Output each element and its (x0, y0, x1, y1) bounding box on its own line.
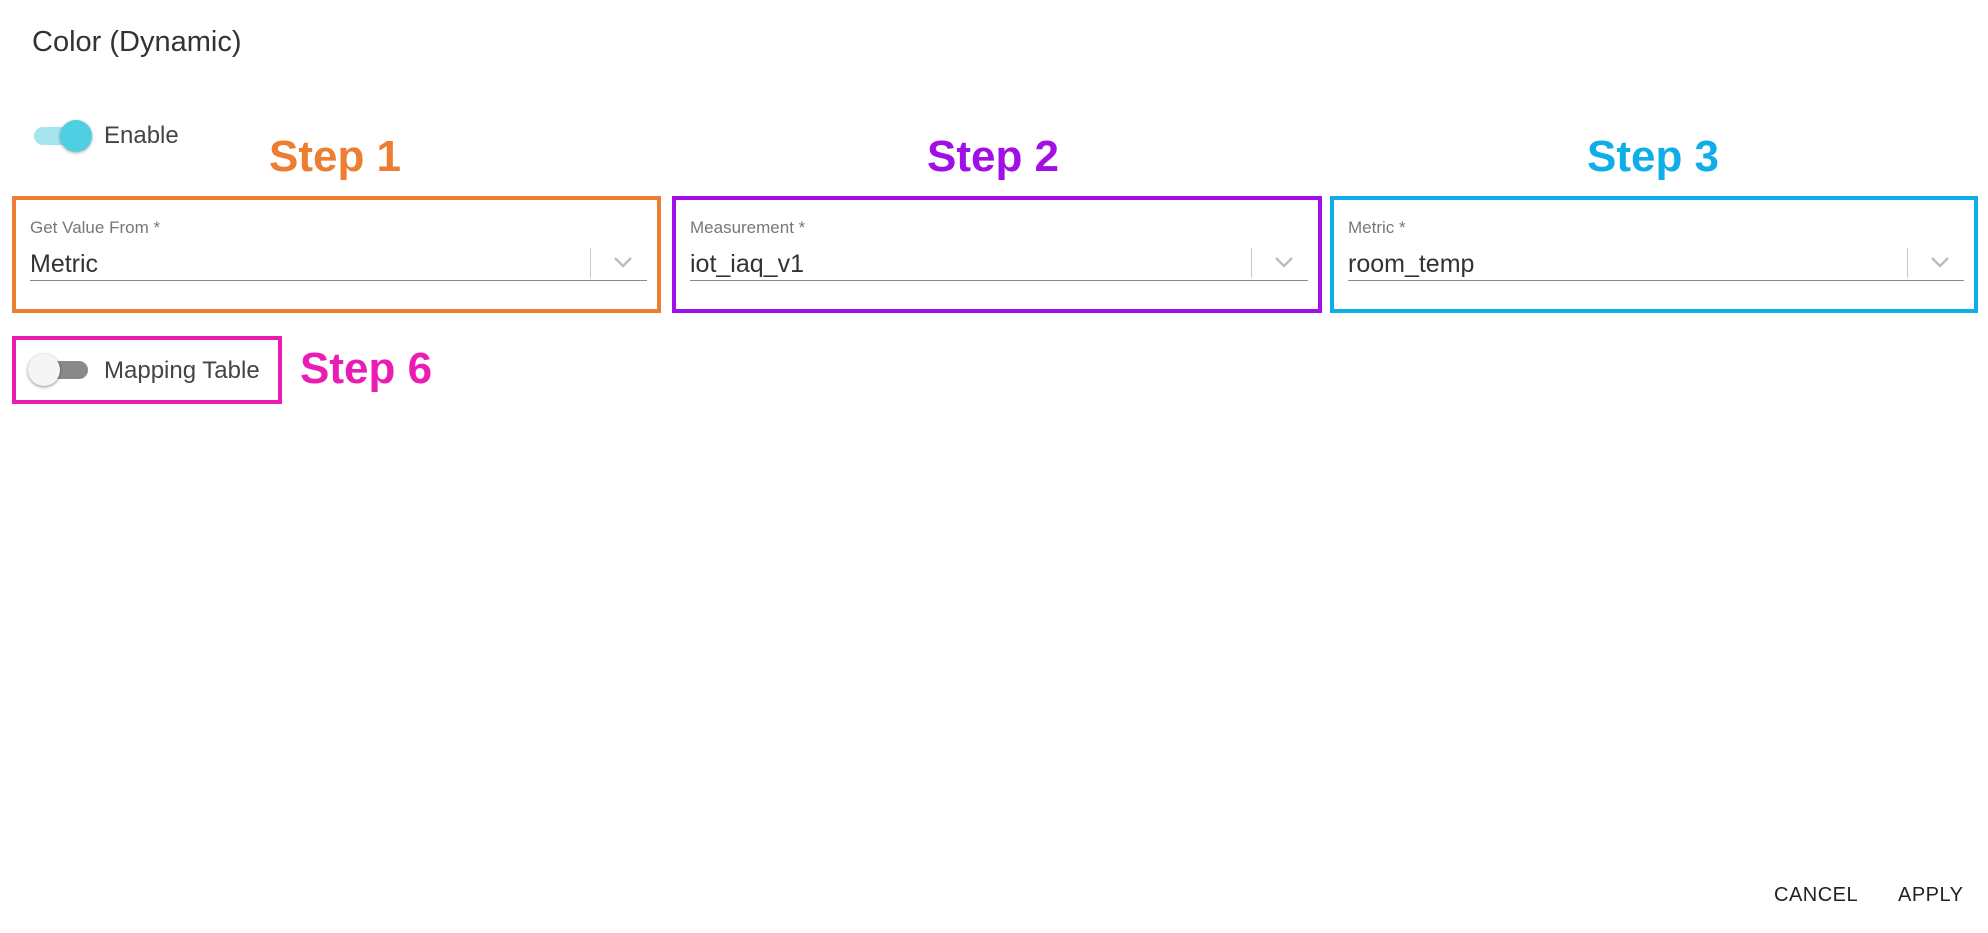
chevron-down-icon[interactable] (1928, 252, 1952, 272)
measurement-value: iot_iaq_v1 (690, 250, 804, 278)
chevron-down-icon[interactable] (611, 252, 635, 272)
dropdown-separator (590, 248, 591, 278)
get-value-from-select[interactable]: Get Value From * Metric (30, 210, 647, 281)
step-1-highlight-box: Get Value From * Metric (12, 196, 661, 313)
measurement-select[interactable]: Measurement * iot_iaq_v1 (690, 210, 1308, 281)
apply-button[interactable]: APPLY (1898, 884, 1964, 906)
get-value-from-label: Get Value From * (30, 218, 161, 237)
mapping-table-toggle[interactable] (28, 350, 88, 390)
step-2-highlight-box: Measurement * iot_iaq_v1 (672, 196, 1322, 313)
step-1-label: Step 1 (268, 132, 402, 181)
dropdown-separator (1907, 248, 1908, 278)
mapping-table-label: Mapping Table (104, 357, 260, 384)
metric-value: room_temp (1348, 250, 1475, 278)
chevron-down-icon[interactable] (1272, 252, 1296, 272)
dropdown-separator (1251, 248, 1252, 278)
get-value-from-value: Metric (30, 250, 99, 278)
enable-toggle[interactable] (32, 116, 92, 156)
metric-label: Metric * (1348, 218, 1406, 237)
cancel-button[interactable]: CANCEL (1774, 884, 1859, 906)
enable-label: Enable (104, 122, 179, 149)
mapping-table-toggle-thumb (28, 354, 60, 386)
enable-toggle-thumb (60, 120, 92, 152)
step-6-label: Step 6 (300, 344, 433, 393)
step-6-highlight-box (12, 336, 282, 404)
metric-select[interactable]: Metric * room_temp (1348, 210, 1964, 281)
measurement-label: Measurement * (690, 218, 806, 237)
step-3-highlight-box: Metric * room_temp (1330, 196, 1978, 313)
step-3-label: Step 3 (1586, 132, 1720, 181)
step-2-label: Step 2 (926, 132, 1060, 181)
dialog-title: Color (Dynamic) (32, 26, 242, 58)
